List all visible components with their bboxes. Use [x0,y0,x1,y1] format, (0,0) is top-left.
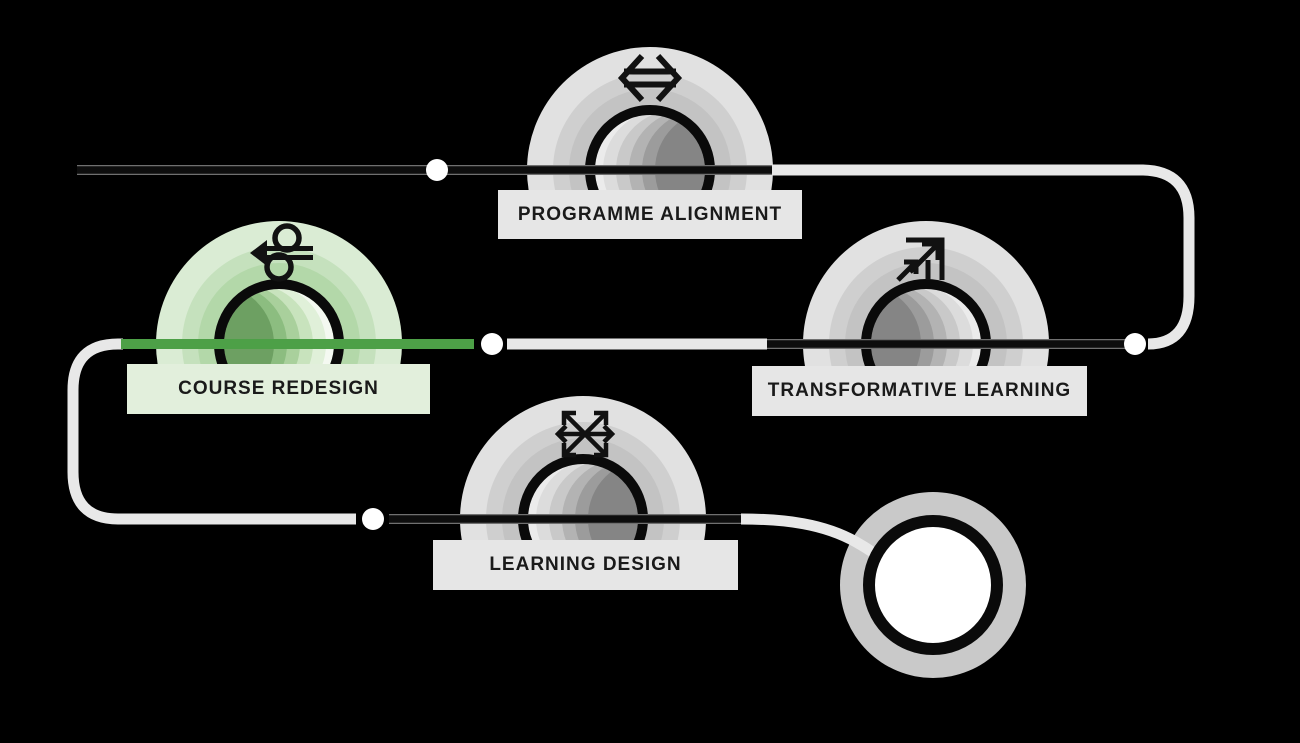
growth-arrows-icon [884,224,950,286]
label-transformative-learning: TRANSFORMATIVE LEARNING [752,366,1087,416]
node-dome-transformative-learning [803,221,1049,366]
loop-arrow-icon [246,221,316,287]
label-learning-design: LEARNING DESIGN [433,540,738,590]
connector-right-curve [772,164,1195,350]
label-text: LEARNING DESIGN [489,554,682,575]
dot-mid-left [481,333,503,355]
dot-top [426,159,448,181]
multidirectional-arrows-icon [545,399,625,469]
dot-mid-right [1124,333,1146,355]
label-text: TRANSFORMATIVE LEARNING [767,380,1072,401]
connector-left-curve [67,338,356,525]
label-text: COURSE REDESIGN [178,378,379,399]
label-course-redesign: COURSE REDESIGN [127,364,430,414]
label-programme-alignment: PROGRAMME ALIGNMENT [498,190,802,239]
double-horizontal-arrow-icon [612,50,688,106]
milestone-dots [362,159,1146,530]
connector-paths [67,164,1195,525]
label-text: PROGRAMME ALIGNMENT [517,203,783,225]
dot-bottom [362,508,384,530]
endpoint-circle [863,515,1003,655]
